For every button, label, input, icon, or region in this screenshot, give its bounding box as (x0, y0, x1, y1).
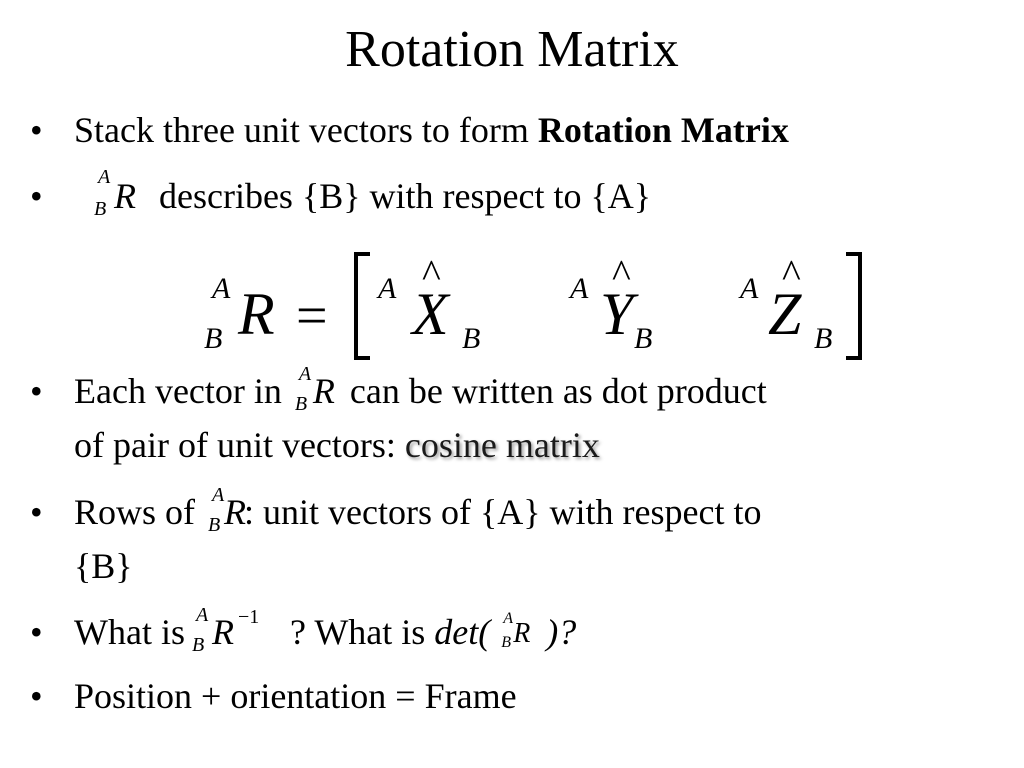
bullet-1-text: Stack three unit vectors to form (74, 110, 538, 150)
rotation-symbol: A B R (294, 363, 335, 415)
bullet-4-line-2: {B} (74, 546, 133, 586)
bullet-marker-2: • (30, 176, 43, 216)
bullet-3-line-2: of pair of unit vectors: cosine matrix (74, 425, 600, 465)
bullet-marker-3: • (30, 371, 43, 411)
bullet-2: A B R describes {B} with respect to {A} (92, 166, 652, 223)
bullet-4-line-1: Rows of A B R : unit vectors of {A} with… (74, 485, 761, 539)
right-bracket (846, 252, 862, 360)
bullet-5: What is A B R −1 ? What is det( A B R )? (74, 605, 576, 659)
cosine-matrix-highlight: cosine matrix (404, 425, 600, 465)
bullet-2-text: describes {B} with respect to {A} (150, 176, 652, 216)
bullet-1: Stack three unit vectors to form Rotatio… (74, 103, 789, 157)
bullet-marker-1: • (30, 110, 43, 150)
rotation-matrix-equation: A B R = A ^ X B A ^ Y B A ^ Z B (0, 248, 1024, 368)
bullet-3-line-1: Each vector in A B R can be written as d… (74, 364, 767, 418)
rotation-symbol: A B R (208, 484, 247, 536)
bullet-1-bold: Rotation Matrix (537, 110, 789, 150)
rotation-symbol: A B R (501, 610, 531, 651)
bullet-marker-5: • (30, 612, 43, 652)
rotation-inverse-symbol: A B R −1 (191, 604, 260, 656)
bullet-6: Position + orientation = Frame (74, 676, 517, 716)
bullet-marker-6: • (30, 676, 43, 716)
left-bracket (354, 252, 370, 360)
rotation-symbol: A B R (94, 166, 136, 220)
slide-title: Rotation Matrix (345, 21, 679, 78)
bullet-marker-4: • (30, 492, 43, 532)
